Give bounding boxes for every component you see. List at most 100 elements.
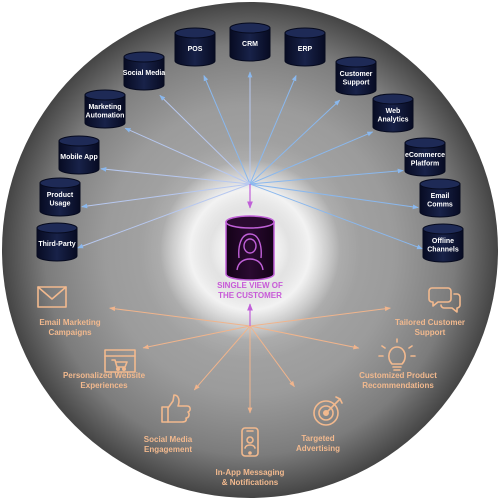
source-label: CRM xyxy=(242,41,258,48)
output-arrow-social-media-engagement xyxy=(193,325,251,391)
source-db-crm: CRM xyxy=(229,22,271,62)
source-label: Channels xyxy=(427,246,459,253)
source-systems: POS CRM ERP Social Media CustomerSupportMark… xyxy=(36,22,464,263)
database-icon xyxy=(84,94,126,129)
database-top xyxy=(422,223,464,235)
source-arrow-third-party xyxy=(77,183,251,249)
database-top xyxy=(229,22,271,34)
source-label: Usage xyxy=(49,200,70,207)
source-arrow-pos xyxy=(203,74,251,185)
output-arrow-personalized-website-experiences xyxy=(142,325,251,350)
source-arrow-product-usage xyxy=(81,183,251,209)
output-label: Support xyxy=(415,328,446,337)
output-arrow-customized-product-recommendations xyxy=(249,325,360,350)
output-label: Targeted xyxy=(301,434,334,443)
output-arrow-tailored-customer-support xyxy=(249,306,391,327)
database-top xyxy=(123,51,165,63)
source-label: Comms xyxy=(427,201,453,208)
database-icon xyxy=(39,182,81,217)
source-label: Third-Party xyxy=(38,241,75,248)
source-arrow-web-analytics xyxy=(249,131,374,185)
database-top xyxy=(284,27,326,39)
output-label: Recommendations xyxy=(362,381,434,390)
output-label: Personalized Website xyxy=(63,371,146,380)
source-label: Email xyxy=(431,193,450,200)
database-top xyxy=(174,27,216,39)
database-icon xyxy=(284,32,326,67)
database-top xyxy=(36,222,78,234)
source-label: POS xyxy=(188,46,203,53)
database-top xyxy=(404,137,446,149)
target-icon xyxy=(313,396,343,426)
database-icon xyxy=(404,142,446,177)
source-arrow-marketing-automation xyxy=(124,127,251,185)
output-arrow-group xyxy=(109,306,391,414)
output-label: Advertising xyxy=(296,444,340,453)
output-label: Engagement xyxy=(144,445,192,454)
database-top xyxy=(84,89,126,101)
database-icon xyxy=(58,140,100,175)
source-arrow-erp xyxy=(249,74,297,185)
database-top xyxy=(372,93,414,105)
center-label-line2: THE CUSTOMER xyxy=(218,291,282,300)
source-arrow-mobile-app xyxy=(100,166,251,185)
database-icon xyxy=(422,228,464,263)
source-arrow-ecommerce-platform xyxy=(249,168,404,185)
source-label: Offline xyxy=(432,238,454,245)
output-label: Email Marketing xyxy=(39,318,100,327)
browser-cart-icon xyxy=(104,349,136,373)
database-icon xyxy=(372,98,414,133)
source-label: Marketing xyxy=(88,104,121,111)
output-arrow-targeted-advertising xyxy=(249,325,295,388)
database-top xyxy=(335,56,377,68)
source-arrow-customer-support xyxy=(249,99,341,185)
source-db-erp: ERP xyxy=(284,27,326,67)
output-label: Social Media xyxy=(144,435,193,444)
smartphone-icon xyxy=(241,427,259,457)
database-top xyxy=(419,178,461,190)
source-label: eCommerce xyxy=(405,152,445,159)
source-arrow-social-media xyxy=(159,94,251,185)
output-label: In-App Messaging xyxy=(216,468,285,477)
source-label: Analytics xyxy=(377,116,408,123)
source-db-social-media: Social Media xyxy=(123,51,166,91)
single-view-database xyxy=(225,215,275,281)
envelope-icon xyxy=(37,286,67,308)
source-db-third-party: Third-Party xyxy=(36,222,78,262)
customer-portrait-icon xyxy=(236,233,264,271)
source-db-mobile-app: Mobile App xyxy=(58,135,100,175)
source-arrow-group xyxy=(77,71,423,250)
source-label: Platform xyxy=(411,160,439,167)
source-db-pos: POS xyxy=(174,27,216,67)
source-label: Web xyxy=(386,108,401,115)
source-arrow-email-comms xyxy=(249,183,419,210)
database-top xyxy=(39,177,81,189)
source-label: Customer xyxy=(340,71,373,78)
source-label: Automation xyxy=(86,112,125,119)
database-icon xyxy=(36,227,78,262)
chat-bubbles-icon xyxy=(428,287,461,313)
database-icon xyxy=(335,61,377,96)
source-label: ERP xyxy=(298,46,313,53)
source-label: Social Media xyxy=(123,70,166,77)
output-label: Customized Product xyxy=(359,371,437,380)
thumbs-up-icon xyxy=(161,394,191,423)
source-label: Support xyxy=(343,79,370,86)
output-label: & Notifications xyxy=(222,478,279,487)
source-label: Product xyxy=(47,192,74,199)
source-label: Mobile App xyxy=(60,154,97,161)
output-label: Experiences xyxy=(80,381,128,390)
